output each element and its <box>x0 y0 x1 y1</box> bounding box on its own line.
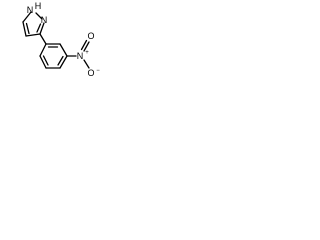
bond-nitro-o-single <box>83 59 90 69</box>
bond-c3-n2 <box>39 22 45 35</box>
pyrazole-ring <box>22 11 45 37</box>
bond-nitro-o-double-a <box>83 41 90 52</box>
molecule-structure: N H N N + O O − <box>22 1 100 78</box>
bond-c5-c4-inner <box>25 22 30 35</box>
bond-ar-5 <box>59 43 68 57</box>
atom-nh-n: N <box>27 5 34 15</box>
bond-n2-n1 <box>35 12 43 20</box>
bond-ar-1 <box>39 43 47 57</box>
nitro-o-negative-charge: − <box>96 68 100 74</box>
bond-c3-n2-inner <box>36 23 42 33</box>
atom-nh-h: H <box>35 1 42 11</box>
benzene-ring <box>39 43 68 69</box>
bond-ar-4 <box>59 55 68 69</box>
bond-n1-c5 <box>22 11 32 23</box>
bond-nitro-o-double-b <box>80 39 88 51</box>
atom-nitro-o-single: O <box>87 68 94 78</box>
nitro-n-positive-charge: + <box>85 50 89 56</box>
atom-pyrazole-n: N <box>41 15 48 25</box>
bond-ar-2 <box>39 55 47 69</box>
bond-c5-c4 <box>22 21 27 37</box>
bond-ar-inner-a <box>42 55 49 66</box>
atom-nitro-n: N <box>77 51 84 61</box>
bond-ar-inner-b <box>57 55 64 66</box>
nitro-group <box>80 39 90 69</box>
bond-c3-c1prime <box>39 33 47 45</box>
atom-nitro-o-double: O <box>87 31 94 41</box>
bond-c4-c3 <box>25 33 41 37</box>
